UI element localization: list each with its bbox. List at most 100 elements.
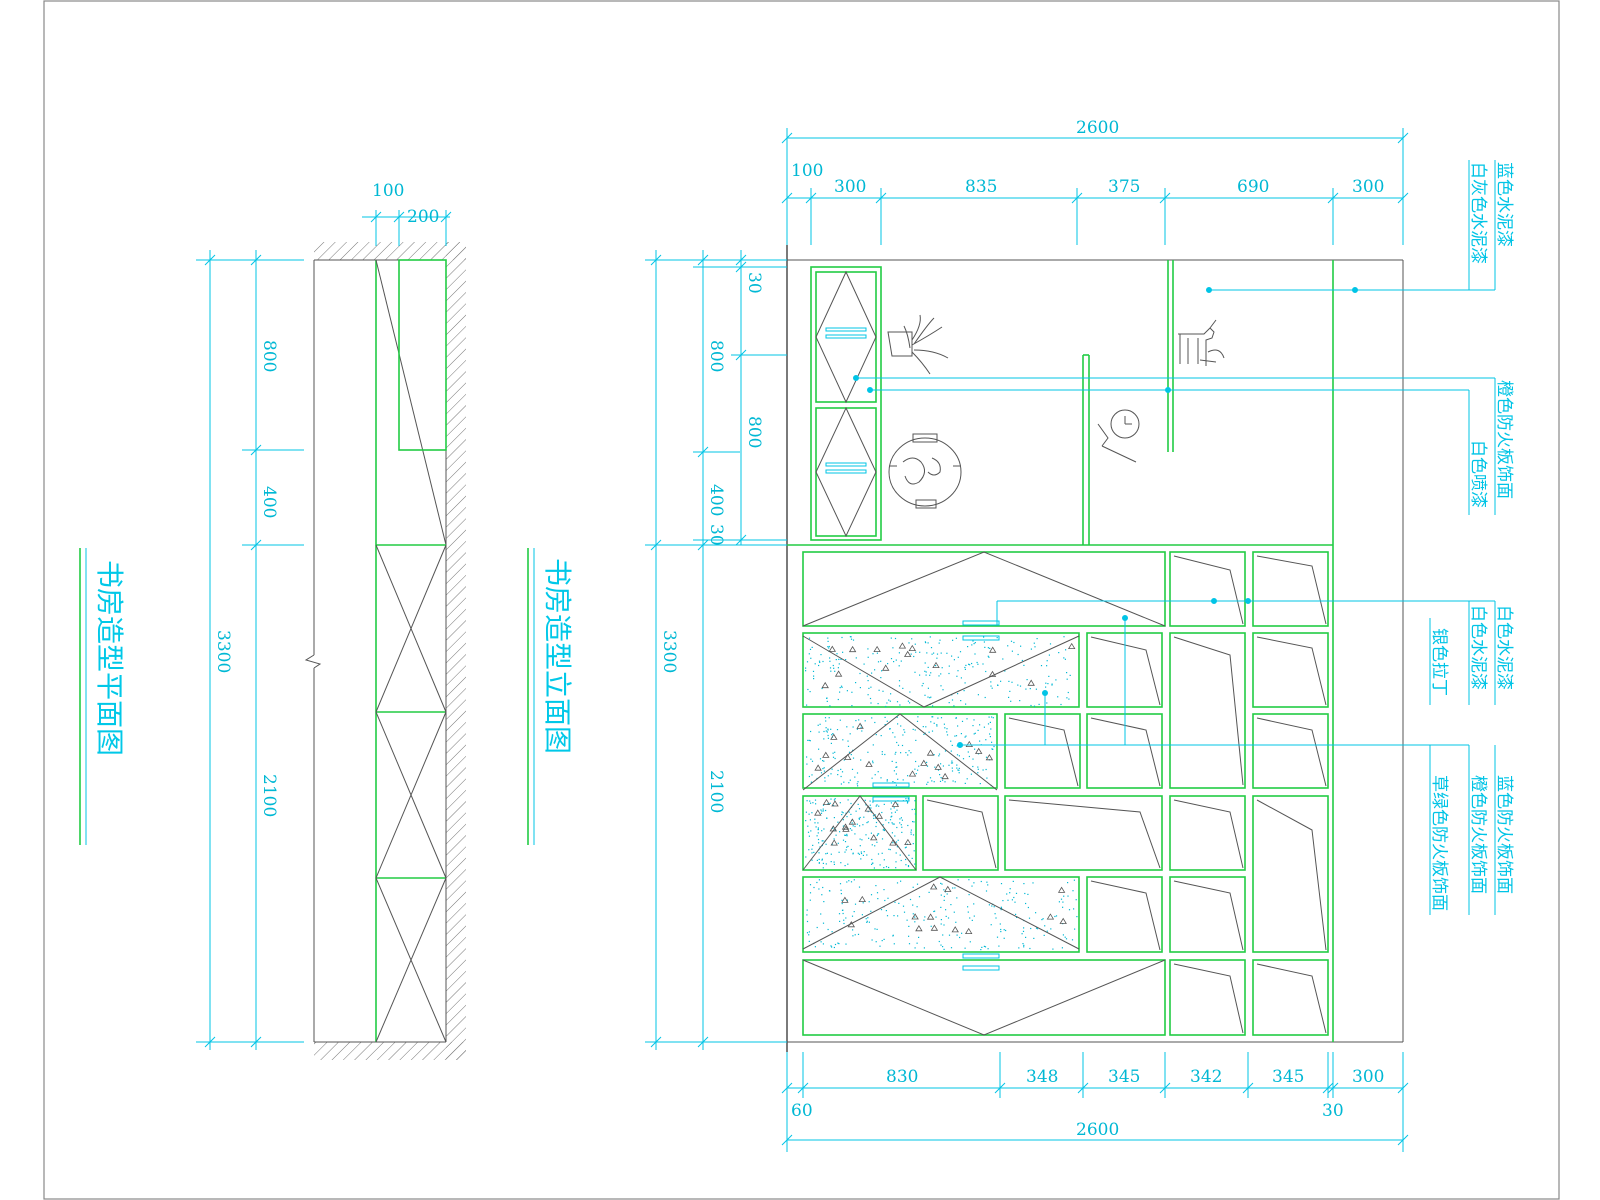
speckle xyxy=(985,890,988,892)
speckle xyxy=(845,849,847,851)
speckle xyxy=(944,750,947,752)
speckle xyxy=(943,924,945,926)
speckle xyxy=(927,781,929,783)
speckle xyxy=(840,862,842,864)
speckle xyxy=(806,763,808,765)
speckle xyxy=(930,672,932,674)
speckle xyxy=(868,837,870,839)
speckle xyxy=(977,768,979,770)
speckle xyxy=(822,862,824,864)
note-white-spray-paint: 白色喷漆 xyxy=(1468,440,1488,508)
speckle xyxy=(951,699,954,701)
speckle xyxy=(808,940,810,942)
speckle xyxy=(964,736,966,738)
speckle xyxy=(838,663,840,665)
speckle xyxy=(894,736,896,738)
speckle xyxy=(876,834,878,837)
speckle xyxy=(932,716,934,718)
speckle xyxy=(994,913,996,915)
speckle xyxy=(1073,879,1075,881)
speckle xyxy=(979,783,981,785)
speckle xyxy=(821,687,823,690)
speckle xyxy=(989,736,991,738)
speckle xyxy=(888,866,890,869)
speckle xyxy=(840,893,842,895)
speckle xyxy=(940,906,942,908)
speckle xyxy=(875,941,877,943)
speckle xyxy=(983,945,985,947)
speckle xyxy=(1023,944,1025,946)
speckle xyxy=(829,660,831,662)
elev-dim-left-800b: 800 xyxy=(744,416,764,448)
speckle xyxy=(1019,700,1021,702)
speckle xyxy=(1025,936,1027,938)
speckle xyxy=(996,936,999,938)
speckle xyxy=(901,831,903,833)
speckle xyxy=(870,832,872,834)
speckle xyxy=(1002,900,1004,902)
plan-dim-800: 800 xyxy=(259,340,279,372)
speckle xyxy=(811,852,813,854)
speckle xyxy=(812,844,814,846)
speckle xyxy=(805,820,807,822)
speckle xyxy=(877,853,880,855)
speckle xyxy=(855,810,857,812)
speckle xyxy=(817,828,819,830)
speckle xyxy=(850,802,852,805)
speckle xyxy=(823,730,825,733)
speckle xyxy=(1021,659,1023,662)
speckle xyxy=(928,731,930,733)
speckle xyxy=(881,811,883,814)
elev-dim-top-300a: 300 xyxy=(834,177,866,197)
speckle xyxy=(852,726,854,728)
speckle xyxy=(857,852,859,854)
speckle xyxy=(850,813,852,815)
speckle xyxy=(844,851,846,853)
speckle xyxy=(951,744,953,746)
speckle-triangle xyxy=(865,760,873,767)
speckle xyxy=(940,673,942,675)
speckle xyxy=(1026,679,1028,681)
speckle xyxy=(809,892,812,894)
speckle xyxy=(841,814,843,816)
speckle xyxy=(967,646,969,648)
speckle xyxy=(814,822,816,824)
speckle xyxy=(837,821,839,823)
speckle xyxy=(896,766,898,768)
speckle xyxy=(842,651,844,653)
speckle xyxy=(1057,696,1059,698)
speckle xyxy=(1011,681,1013,683)
elevation-view: 2600 100 300 835 375 690 300 830 xyxy=(645,118,1514,1152)
speckle xyxy=(822,886,824,889)
speckle xyxy=(819,846,821,848)
speckle-triangle xyxy=(898,642,907,649)
speckle xyxy=(1030,927,1032,930)
speckle xyxy=(837,698,839,701)
speckle xyxy=(865,804,867,806)
speckle xyxy=(880,735,882,737)
speckle xyxy=(900,824,902,826)
speckle xyxy=(845,943,847,945)
speckle xyxy=(858,886,861,888)
note-grass-green-fireboard: 草绿色防火板饰面 xyxy=(1429,775,1449,911)
speckle xyxy=(852,929,854,931)
note-silver-handle: 银色拉丁 xyxy=(1429,628,1449,696)
speckle xyxy=(936,657,938,659)
speckle xyxy=(1006,893,1008,895)
speckle xyxy=(872,760,874,762)
speckle xyxy=(935,665,937,667)
speckle xyxy=(979,740,981,742)
speckle xyxy=(829,705,831,707)
speckle xyxy=(916,906,918,908)
speckle xyxy=(880,677,882,679)
speckle xyxy=(872,801,874,803)
speckle xyxy=(1025,902,1027,905)
speckle xyxy=(844,841,847,843)
speckle xyxy=(972,725,974,727)
speckle xyxy=(888,822,890,824)
speckle xyxy=(859,845,861,847)
speckle xyxy=(1007,899,1009,901)
speckle xyxy=(810,802,812,804)
speckle xyxy=(905,798,907,800)
speckle xyxy=(847,745,850,747)
